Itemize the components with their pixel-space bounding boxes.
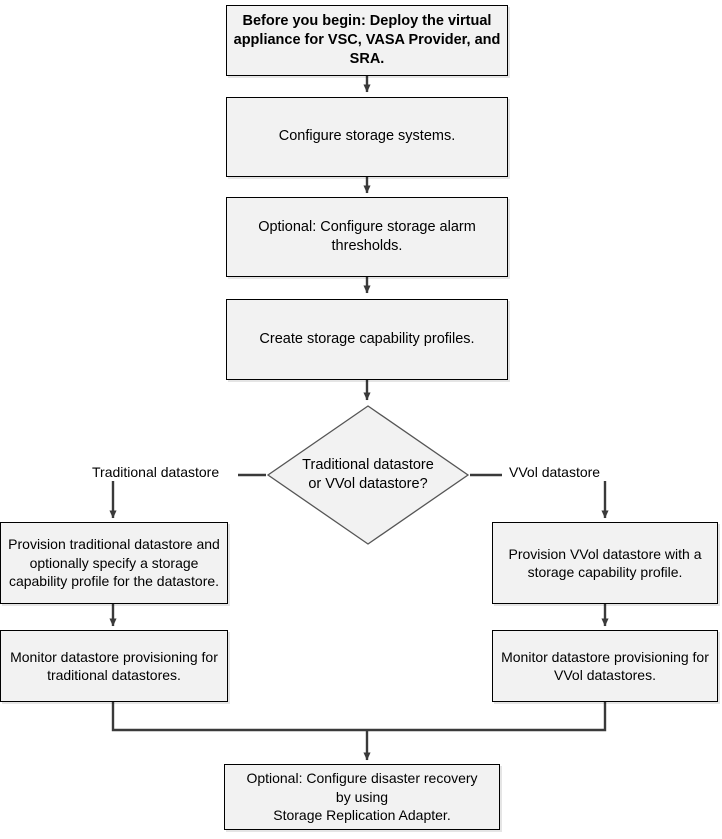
node-monitor-vvol-provisioning[interactable]: Monitor datastore provisioning for VVol … — [492, 630, 718, 702]
node-configure-storage-alarm-thresholds[interactable]: Optional: Configure storage alarm thresh… — [226, 197, 508, 277]
edge-label-vvol-datastore: VVol datastore — [509, 464, 601, 480]
node-before-you-begin[interactable]: Before you begin: Deploy the virtual app… — [226, 5, 508, 76]
node-provision-vvol-datastore[interactable]: Provision VVol datastore with a storage … — [492, 522, 718, 604]
node-provision-traditional-datastore-label: Provision traditional datastore and opti… — [8, 536, 220, 590]
node-before-you-begin-label: Before you begin: Deploy the virtual app… — [233, 12, 501, 68]
node-configure-storage-systems-label: Configure storage systems. — [278, 128, 456, 145]
node-monitor-traditional-provisioning-label: Monitor datastore provisioning for tradi… — [10, 648, 218, 683]
node-monitor-vvol-provisioning-label: Monitor datastore provisioning for VVol … — [501, 648, 709, 683]
node-configure-storage-alarm-thresholds-label: Optional: Configure storage alarm thresh… — [258, 218, 476, 254]
node-configure-storage-systems[interactable]: Configure storage systems. — [226, 97, 508, 177]
connector-merge-right — [367, 702, 607, 732]
node-monitor-traditional-provisioning[interactable]: Monitor datastore provisioning for tradi… — [0, 630, 228, 702]
node-provision-traditional-datastore[interactable]: Provision traditional datastore and opti… — [0, 522, 228, 604]
node-provision-vvol-datastore-label: Provision VVol datastore with a storage … — [508, 545, 702, 580]
node-datastore-decision[interactable]: Traditional datastore or VVol datastore? — [266, 404, 470, 546]
node-configure-disaster-recovery[interactable]: Optional: Configure disaster recovery by… — [224, 764, 500, 830]
node-create-storage-capability-profiles[interactable]: Create storage capability profiles. — [226, 299, 508, 380]
edge-label-traditional-datastore: Traditional datastore — [92, 464, 220, 480]
decision-diamond-shape — [266, 405, 470, 545]
node-configure-disaster-recovery-label: Optional: Configure disaster recovery by… — [246, 770, 478, 824]
connector-merge-left — [111, 702, 367, 732]
node-create-storage-capability-profiles-label: Create storage capability profiles. — [259, 330, 475, 347]
